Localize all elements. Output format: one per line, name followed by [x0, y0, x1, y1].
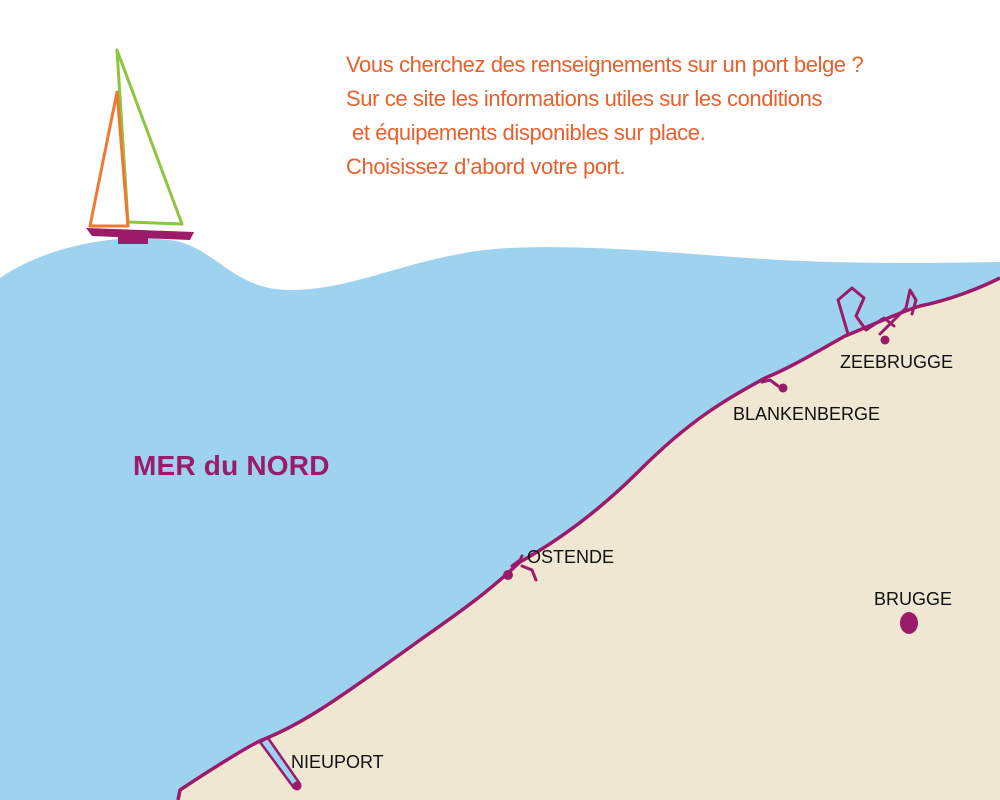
port-label-blankenberge[interactable]: BLANKENBERGE — [733, 404, 881, 424]
boat-keel — [118, 236, 148, 244]
intro-text: Vous cherchez des renseignements sur un … — [346, 48, 946, 184]
intro-line-3: et équipements disponibles sur place. — [352, 120, 706, 145]
blankenberge-pier — [760, 378, 780, 388]
city-label-brugge[interactable]: BRUGGE — [874, 589, 953, 609]
port-dot-zeebrugge[interactable] — [880, 335, 890, 345]
zeebrugge-harbour — [836, 286, 918, 336]
sail-green — [115, 48, 184, 226]
land-area — [178, 278, 1000, 800]
port-label-nieuport[interactable]: NIEUPORT — [291, 752, 384, 772]
city-dot-brugge[interactable] — [900, 612, 918, 634]
port-dot-nieuport[interactable] — [292, 781, 302, 791]
boat-hull — [86, 228, 194, 240]
sea-label: MER du NORD — [133, 450, 330, 481]
sail-orange — [88, 90, 130, 228]
port-label-zeebrugge[interactable]: ZEEBRUGGE — [840, 352, 954, 372]
port-label-ostende[interactable]: OSTENDE — [527, 547, 615, 567]
intro-line-4: Choisissez d’abord votre port. — [346, 154, 626, 179]
sailboat-icon — [86, 48, 194, 244]
port-dot-blankenberge[interactable] — [778, 383, 788, 393]
intro-line-1: Vous cherchez des renseignements sur un … — [346, 52, 864, 77]
ostende-piers — [510, 554, 538, 582]
intro-line-2: Sur ce site les informations utiles sur … — [346, 86, 823, 111]
port-dot-ostende[interactable] — [503, 570, 513, 580]
